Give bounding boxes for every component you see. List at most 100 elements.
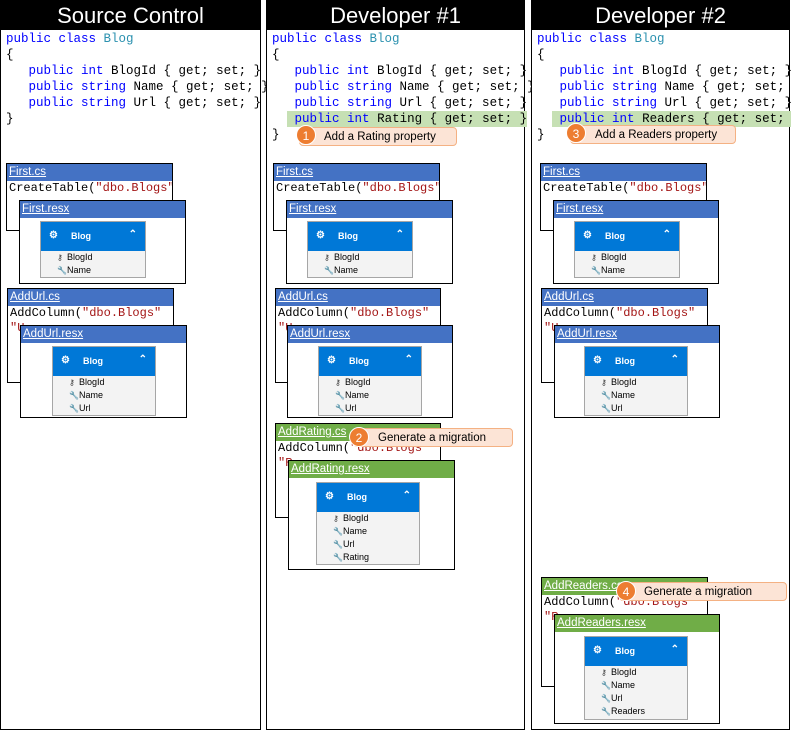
wrench-icon: 🔧 xyxy=(69,391,79,400)
file-addrating-resx: AddRating.resx ⚙Blog⌃ ⚷BlogId 🔧Name 🔧Url… xyxy=(288,460,455,570)
file-title[interactable]: AddRating.resx xyxy=(289,461,454,478)
column-developer-2: Developer #2 public class Blog { public … xyxy=(531,0,791,730)
file-title[interactable]: AddUrl.resx xyxy=(555,326,719,343)
chevron-up-icon[interactable]: ⌃ xyxy=(670,354,679,365)
code-keyword: public string xyxy=(28,96,127,110)
entity-name: Blog xyxy=(83,356,103,366)
code-string: "dbo.Blogs" xyxy=(82,306,162,320)
entity-name: Blog xyxy=(615,356,635,366)
file-title[interactable]: First.resx xyxy=(20,201,185,218)
chevron-up-icon[interactable]: ⌃ xyxy=(662,229,671,240)
entity-prop: 🔧Name xyxy=(53,389,155,402)
key-icon: ⚷ xyxy=(335,378,341,387)
file-title[interactable]: First.cs xyxy=(7,164,172,181)
callout-add-readers: Add a Readers property xyxy=(570,125,736,144)
code-keyword: int xyxy=(347,64,370,78)
step-badge-3: 3 xyxy=(566,123,586,143)
file-code: AddColumn("dbo.Blogs" "U xyxy=(542,306,707,336)
file-addurl-resx: AddUrl.resx ⚙Blog⌃ ⚷BlogId 🔧Name 🔧Url xyxy=(554,325,720,418)
entity-prop: 🔧Name xyxy=(319,389,421,402)
column-source-control: Source Control public class Blog { publi… xyxy=(0,0,269,730)
code-text: BlogId { get; set; } xyxy=(103,64,262,78)
code-text: Url { get; set; } xyxy=(392,96,528,110)
chevron-up-icon[interactable]: ⌃ xyxy=(404,354,413,365)
callout-text: Generate a migration xyxy=(644,586,753,598)
code-keyword: public class xyxy=(272,32,370,46)
code-keyword: public xyxy=(559,112,613,126)
code-text: BlogId { get; set; } xyxy=(634,64,791,78)
chevron-up-icon[interactable]: ⌃ xyxy=(138,354,147,365)
step-badge-1: 1 xyxy=(296,125,316,145)
code-keyword: public string xyxy=(559,96,658,110)
file-title[interactable]: First.resx xyxy=(287,201,452,218)
blog-class-code: public class Blog { public int BlogId { … xyxy=(272,31,535,143)
chevron-up-icon[interactable]: ⌃ xyxy=(402,490,411,501)
entity-prop: 🔧Url xyxy=(585,402,687,415)
blog-class-code: public class Blog { public int BlogId { … xyxy=(537,31,791,143)
column-header: Developer #2 xyxy=(532,1,789,30)
chevron-up-icon[interactable]: ⌃ xyxy=(128,229,137,240)
file-title[interactable]: AddUrl.cs xyxy=(542,289,707,306)
file-addurl-resx: AddUrl.resx ⚙Blog⌃ ⚷BlogId 🔧Name 🔧Url xyxy=(20,325,187,418)
code-keyword: public string xyxy=(28,80,127,94)
file-title[interactable]: First.cs xyxy=(541,164,706,181)
entity-blog: ⚙Blog⌃ ⚷BlogId 🔧Name 🔧Url 🔧Rating xyxy=(316,482,420,565)
prop-label: BlogId xyxy=(611,667,637,677)
prop-label: Name xyxy=(611,390,636,400)
file-title[interactable]: First.resx xyxy=(554,201,718,218)
code-type: Blog xyxy=(369,32,400,46)
prop-label: Name xyxy=(345,390,370,400)
wrench-icon: 🔧 xyxy=(601,681,611,690)
entity-prop: ⚷BlogId xyxy=(585,376,687,389)
wrench-icon: 🔧 xyxy=(333,540,343,549)
callout-generate-migration: Generate a migration xyxy=(619,582,787,601)
code-text: Url { get; set; } xyxy=(126,96,262,110)
chevron-up-icon[interactable]: ⌃ xyxy=(395,229,404,240)
step-badge-4: 4 xyxy=(616,581,636,601)
wrench-icon: 🔧 xyxy=(601,707,611,716)
code-string: "dbo.Blogs" xyxy=(350,306,430,320)
entity-header: ⚙Blog⌃ xyxy=(41,222,145,251)
entity-prop: ⚷BlogId xyxy=(53,376,155,389)
entity-name: Blog xyxy=(349,356,369,366)
callout-add-rating: Add a Rating property xyxy=(299,127,457,146)
wrench-icon: 🔧 xyxy=(335,391,345,400)
entity-prop: ⚷BlogId xyxy=(575,251,679,264)
entity-prop: ⚷ BlogId xyxy=(585,666,687,679)
entity-blog: ⚙Blog⌃ ⚷BlogId 🔧Name 🔧Url 🔧Readers xyxy=(584,636,688,720)
code-string: "dbo.Blogs" xyxy=(362,181,440,195)
prop-label: Url xyxy=(611,403,623,413)
prop-label: Url xyxy=(345,403,357,413)
wrench-icon: 🔧 xyxy=(601,391,611,400)
code-text: Readers { get; set; } xyxy=(634,112,791,126)
file-title[interactable]: First.cs xyxy=(274,164,439,181)
entity-icon: ⚙ xyxy=(327,355,336,366)
prop-label: BlogId xyxy=(601,252,627,262)
added-property-line: public int Rating { get; set; } xyxy=(287,111,528,127)
prop-label: Name xyxy=(611,680,636,690)
entity-prop: 🔧Name xyxy=(585,389,687,402)
code-keyword: public class xyxy=(537,32,635,46)
callout-generate-migration: Generate a migration xyxy=(353,428,513,447)
file-title[interactable]: AddUrl.resx xyxy=(288,326,452,343)
code-type: Blog xyxy=(634,32,665,46)
file-title[interactable]: AddUrl.cs xyxy=(8,289,173,306)
code-string: "dbo.Blogs" xyxy=(616,306,696,320)
key-icon: ⚷ xyxy=(601,668,607,677)
file-title[interactable]: AddUrl.cs xyxy=(276,289,440,306)
entity-name: Blog xyxy=(338,231,358,241)
step-badge-2: 2 xyxy=(349,427,369,447)
code-text: AddColumn( xyxy=(278,441,351,455)
file-title[interactable]: AddUrl.resx xyxy=(21,326,186,343)
entity-blog: ⚙Blog⌃ ⚷BlogId 🔧Name 🔧Url xyxy=(52,346,156,416)
entity-name: Blog xyxy=(71,231,91,241)
code-brace: { xyxy=(6,48,14,62)
chevron-up-icon[interactable]: ⌃ xyxy=(670,644,679,655)
added-property-line: public int Readers { get; set; } xyxy=(552,111,791,127)
code-brace: } xyxy=(537,128,545,142)
code-brace: } xyxy=(272,128,280,142)
code-text: Rating { get; set; } xyxy=(369,112,528,126)
entity-header: ⚙Blog⌃ xyxy=(575,222,679,251)
file-title[interactable]: AddReaders.resx xyxy=(555,615,719,632)
entity-blog: ⚙Blog⌃ ⚷BlogId 🔧Name 🔧Url xyxy=(318,346,422,416)
